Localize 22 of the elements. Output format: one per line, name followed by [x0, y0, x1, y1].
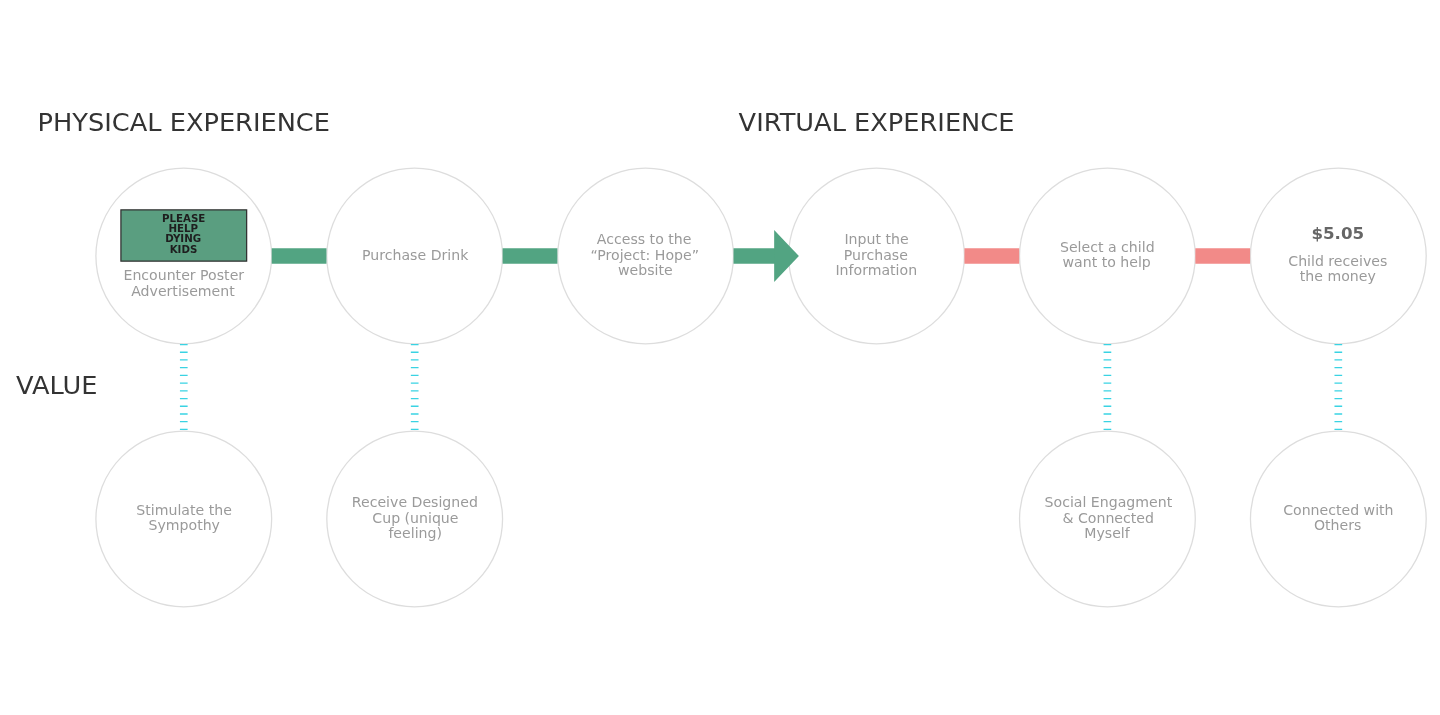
- node-circle: PLEASE HELP DYING KIDS Encounter Poster Advertisement: [95, 167, 273, 345]
- connector: [1334, 343, 1343, 431]
- node-circle: Select a child want to help: [1018, 167, 1196, 345]
- label: VALUE: [16, 369, 98, 400]
- label: PHYSICAL EXPERIENCE: [37, 106, 330, 137]
- connector: [410, 343, 419, 431]
- node-circle: Purchase Drink: [326, 167, 504, 345]
- label: VIRTUAL EXPERIENCE: [738, 106, 1015, 137]
- node-circle: $5.05 Child receives the money: [1249, 167, 1427, 345]
- connector: [1195, 247, 1251, 264]
- node-circle: Access to the “Project: Hope” website: [557, 167, 735, 345]
- node-circle: Stimulate the Sympothy: [95, 430, 273, 607]
- node-circle: Social Engagment & Connected Myself: [1018, 430, 1196, 607]
- arrow: [733, 229, 799, 282]
- connector: [964, 247, 1020, 264]
- connector: [1103, 343, 1112, 431]
- node-circle: Receive Designed Cup (unique feeling): [326, 430, 504, 607]
- connector: [502, 247, 558, 264]
- node-circle: Connected with Others: [1249, 430, 1427, 607]
- connector: [271, 247, 327, 264]
- connector: [179, 343, 188, 431]
- node-circle: Input the Purchase Information: [788, 167, 965, 345]
